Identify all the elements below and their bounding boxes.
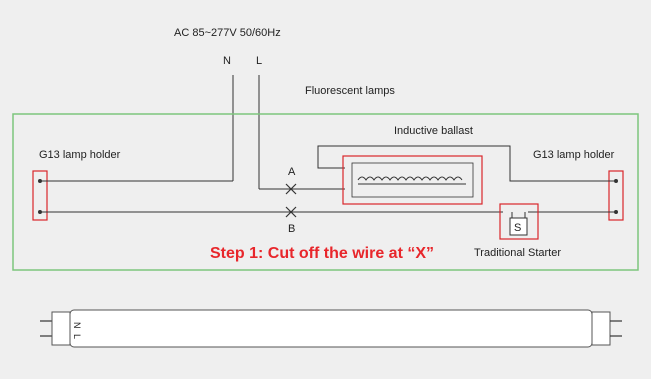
tube-end-label-n: N bbox=[72, 322, 82, 329]
tube-end-cap-left bbox=[51, 311, 71, 346]
starter-body bbox=[509, 217, 528, 236]
supply-label: AC 85~277V 50/60Hz bbox=[174, 27, 281, 39]
tube-end-cap-right bbox=[591, 311, 611, 346]
lamp-frame bbox=[12, 113, 639, 271]
left-pin-bottom bbox=[38, 210, 42, 214]
ballast-to-right-holder-wire bbox=[317, 145, 614, 182]
starter-box bbox=[499, 203, 539, 240]
right-pin-top bbox=[614, 179, 618, 183]
cut-point-a-label: A bbox=[288, 166, 296, 178]
right-lamp-holder bbox=[608, 170, 624, 221]
cut-point-b-label: B bbox=[288, 223, 295, 235]
tube-body bbox=[69, 309, 593, 348]
starter-label: Traditional Starter bbox=[474, 247, 561, 259]
ballast-coil bbox=[357, 176, 463, 181]
right-pin-bottom bbox=[614, 210, 618, 214]
neutral-label: N bbox=[223, 55, 231, 67]
ballast-label: Inductive ballast bbox=[394, 125, 473, 137]
ballast-box bbox=[342, 155, 483, 205]
ballast-coil-housing bbox=[351, 162, 474, 198]
left-lamp-holder bbox=[32, 170, 48, 221]
tube-end-label-l: L bbox=[72, 334, 82, 339]
step-instruction: Step 1: Cut off the wire at “X” bbox=[210, 245, 434, 262]
starter-symbol: S bbox=[514, 222, 521, 234]
right-holder-label: G13 lamp holder bbox=[533, 149, 615, 161]
led-tube: N L bbox=[40, 309, 622, 348]
left-pin-top bbox=[38, 179, 42, 183]
cut-mark-a bbox=[285, 183, 297, 195]
left-holder-label: G13 lamp holder bbox=[39, 149, 121, 161]
cut-mark-b bbox=[285, 206, 297, 218]
lamp-section-title: Fluorescent lamps bbox=[305, 85, 395, 97]
live-label: L bbox=[256, 55, 262, 67]
